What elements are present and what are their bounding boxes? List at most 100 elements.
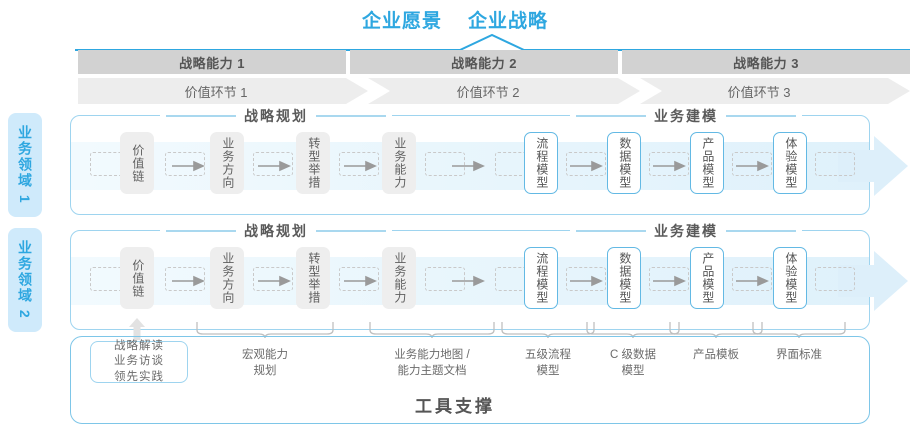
row-2-placeholder-8	[732, 267, 772, 291]
row-1-node-process-model-label: 流程模型	[534, 137, 549, 189]
row-2-node-value-chain-label: 价值链	[130, 258, 145, 298]
value-chain-2[interactable]: 价值环节 2	[350, 78, 640, 104]
rule-left	[166, 230, 236, 232]
title-enterprise-vision: 企业愿景	[361, 11, 442, 32]
row-2-placeholder-7	[649, 267, 689, 291]
annotation-data-model: C 级数据 模型	[610, 349, 656, 377]
row-2-section-modeling-label: 业务建模	[654, 223, 718, 239]
rule-left	[576, 115, 646, 117]
rule-right	[316, 230, 386, 232]
row-1-node-product-model-label: 产品模型	[700, 137, 715, 189]
row-2-node-transformation[interactable]: 转型举措	[296, 247, 330, 309]
brace-capability-map-icon	[369, 322, 495, 338]
arrow-right-icon	[452, 160, 485, 172]
rule-right	[726, 115, 796, 117]
tool-support-title: 工具支撑	[415, 397, 495, 416]
annotation-ui-standard: 界面标准	[776, 349, 822, 361]
row-1-node-value-chain-label: 价值链	[130, 143, 145, 183]
row-1-section-planning: 战略规划	[160, 107, 392, 125]
arrow-right-icon	[653, 160, 686, 172]
row-2-node-business-capability[interactable]: 业务能力	[382, 247, 416, 309]
row-1-placeholder-7	[649, 152, 689, 176]
capability-band-1[interactable]: 战略能力 1	[78, 50, 346, 74]
row-1-node-transformation-label: 转型举措	[306, 137, 321, 189]
arrow-right-icon	[570, 160, 603, 172]
row-1-node-value-chain[interactable]: 价值链	[120, 132, 154, 194]
arrow-right-icon	[172, 275, 205, 287]
row-1-placeholder-6	[566, 152, 606, 176]
row-1-node-process-model[interactable]: 流程模型	[524, 132, 558, 194]
row-1-placeholder-8	[732, 152, 772, 176]
arrow-right-icon	[653, 275, 686, 287]
annotation-process-model: 五级流程 模型	[525, 349, 571, 377]
rule-left	[166, 115, 236, 117]
row-2-node-experience-model-label: 体验模型	[783, 252, 798, 304]
rule-right	[726, 230, 796, 232]
row-2-node-transformation-label: 转型举措	[306, 252, 321, 304]
row-2-node-process-model[interactable]: 流程模型	[524, 247, 558, 309]
arrow-right-icon	[570, 275, 603, 287]
row-2-node-data-model[interactable]: 数据模型	[607, 247, 641, 309]
arrow-right-icon	[736, 275, 769, 287]
capability-band-1-label: 战略能力 1	[179, 55, 245, 71]
brace-ui-standard-icon	[752, 322, 846, 338]
sidebar-item-domain-2[interactable]: 业务领域 2	[8, 228, 42, 332]
capability-band-2[interactable]: 战略能力 2	[350, 50, 618, 74]
row-2-section-modeling: 业务建模	[570, 222, 802, 240]
sidebar-item-domain-1[interactable]: 业务领域 1	[8, 113, 42, 217]
row-2-node-experience-model[interactable]: 体验模型	[773, 247, 807, 309]
row-2-node-business-direction[interactable]: 业务方向	[210, 247, 244, 309]
row-2-placeholder-6	[566, 267, 606, 291]
arrow-right-icon	[344, 160, 377, 172]
row-2-node-process-model-label: 流程模型	[534, 252, 549, 304]
sidebar-item-domain-2-label: 业务领域 2	[17, 240, 33, 320]
annotation-product-template: 产品模板	[693, 349, 739, 361]
arrow-right-icon	[258, 275, 291, 287]
arrow-up-icon	[129, 318, 145, 340]
value-chain-1-label: 价值环节 1	[184, 84, 248, 100]
row-1-flow-arrow-icon	[838, 136, 908, 196]
row-2-node-business-direction-label: 业务方向	[220, 252, 235, 304]
tool-support-container	[70, 336, 870, 424]
row-2-section-planning-label: 战略规划	[244, 223, 308, 239]
row-1-node-business-direction-label: 业务方向	[220, 137, 235, 189]
row-1-placeholder-3	[339, 152, 379, 176]
capability-band-2-label: 战略能力 2	[451, 55, 517, 71]
value-chain-row: 价值环节 1 价值环节 2 价值环节 3	[78, 78, 910, 104]
value-chain-3[interactable]: 价值环节 3	[622, 78, 910, 104]
capability-band-3[interactable]: 战略能力 3	[622, 50, 910, 74]
row-1-placeholder-9	[815, 152, 855, 176]
top-titles: 企业愿景 企业战略	[0, 6, 910, 33]
value-chain-1[interactable]: 价值环节 1	[78, 78, 368, 104]
arrow-right-icon	[452, 275, 485, 287]
row-2-placeholder-3	[339, 267, 379, 291]
row-2-section-planning: 战略规划	[160, 222, 392, 240]
row-1-node-experience-model[interactable]: 体验模型	[773, 132, 807, 194]
annotation-capability-map: 业务能力地图 / 能力主题文档	[394, 349, 470, 377]
row-1-node-experience-model-label: 体验模型	[783, 137, 798, 189]
brace-macro-capability-icon	[196, 322, 334, 338]
arrow-right-icon	[258, 160, 291, 172]
annotation-macro-capability: 宏观能力 规划	[242, 349, 288, 377]
row-2-node-product-model-label: 产品模型	[700, 252, 715, 304]
row-2-node-product-model[interactable]: 产品模型	[690, 247, 724, 309]
row-1-node-business-capability[interactable]: 业务能力	[382, 132, 416, 194]
annotation-box-strategy-input[interactable]: 战略解读 业务访谈 领先实践	[90, 340, 188, 383]
rule-right	[316, 115, 386, 117]
row-1-node-transformation[interactable]: 转型举措	[296, 132, 330, 194]
value-chain-2-label: 价值环节 2	[456, 84, 520, 100]
row-2-placeholder-1	[165, 267, 205, 291]
row-1-section-modeling: 业务建模	[570, 107, 802, 125]
row-1-node-data-model[interactable]: 数据模型	[607, 132, 641, 194]
row-1-placeholder-1	[165, 152, 205, 176]
row-1-node-business-direction[interactable]: 业务方向	[210, 132, 244, 194]
row-2-node-business-capability-label: 业务能力	[392, 252, 407, 304]
arrow-right-icon	[344, 275, 377, 287]
row-1-section-planning-label: 战略规划	[244, 108, 308, 124]
arrow-right-icon	[172, 160, 205, 172]
row-2-node-value-chain[interactable]: 价值链	[120, 247, 154, 309]
row-1-node-business-capability-label: 业务能力	[392, 137, 407, 189]
row-1-node-product-model[interactable]: 产品模型	[690, 132, 724, 194]
row-2-placeholder-9	[815, 267, 855, 291]
